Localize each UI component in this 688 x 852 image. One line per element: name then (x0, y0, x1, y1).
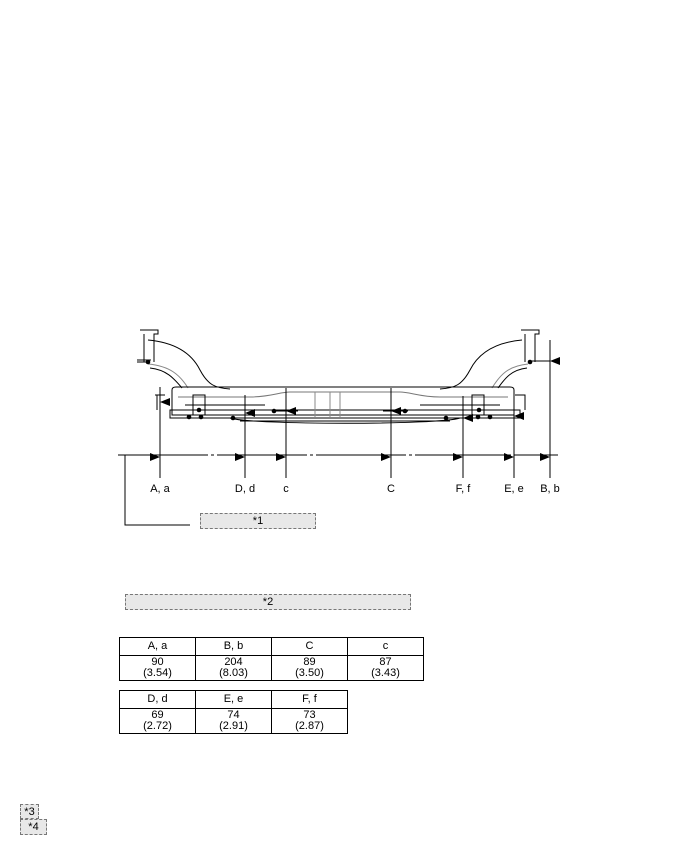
label-c-lower: c (283, 483, 289, 495)
measure-point-labels: A, a D, d c C F, f E, e B, b (150, 483, 560, 495)
callout-2: *2 (125, 594, 411, 610)
dimension-table-2: D, d E, e F, f 69(2.72) 74(2.91) 73(2.87… (119, 690, 348, 734)
callout-1-leader (124, 455, 190, 526)
callout-3: *3 (20, 804, 39, 819)
table-header: F, f (271, 690, 348, 709)
table-header: E, e (195, 690, 272, 709)
table-cell: 73(2.87) (271, 708, 348, 734)
label-d: D, d (235, 483, 255, 495)
label-c-upper: C (387, 483, 395, 495)
frame-drawing (137, 329, 550, 424)
table-header: c (347, 637, 424, 656)
table-header: B, b (195, 637, 272, 656)
table-header: C (271, 637, 348, 656)
label-e: E, e (504, 483, 524, 495)
table-cell: 90(3.54) (119, 655, 196, 681)
callout-1: *1 (200, 513, 316, 529)
label-b: B, b (540, 483, 560, 495)
label-a: A, a (150, 483, 170, 495)
table-cell: 87(3.43) (347, 655, 424, 681)
table-cell: 69(2.72) (119, 708, 196, 734)
dimension-arrows (150, 340, 560, 478)
dimension-table-1: A, a B, b C c 90(3.54) 204(8.03) 89(3.50… (119, 637, 424, 681)
table-cell: 89(3.50) (271, 655, 348, 681)
callout-4: *4 (20, 819, 47, 835)
label-f: F, f (456, 483, 472, 495)
table-header: D, d (119, 690, 196, 709)
table-cell: 204(8.03) (195, 655, 272, 681)
table-header: A, a (119, 637, 196, 656)
fastener-points (145, 359, 533, 421)
table-cell: 74(2.91) (195, 708, 272, 734)
